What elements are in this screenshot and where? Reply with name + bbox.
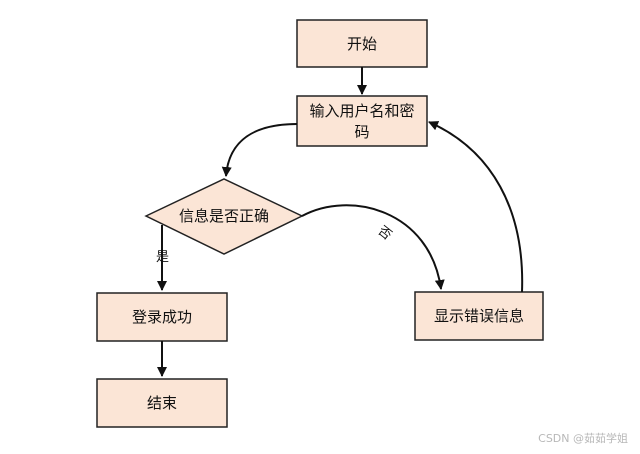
edge-yes-label: 是 [156, 250, 169, 265]
node-success-label: 登录成功 [132, 308, 192, 326]
node-input-label-line1: 输入用户名和密 [309, 102, 414, 120]
node-end-label: 结束 [147, 394, 177, 412]
node-start: 开始 [296, 19, 428, 68]
node-check: 信息是否正确 [144, 178, 304, 255]
node-error-label: 显示错误信息 [434, 307, 524, 325]
node-input-box [296, 95, 428, 147]
node-error-box [414, 291, 544, 341]
edge-input-to-check [221, 123, 298, 177]
node-success: 登录成功 [96, 292, 228, 342]
node-start-box [296, 19, 428, 68]
node-end-box [96, 378, 228, 428]
node-start-label: 开始 [347, 35, 377, 53]
node-input: 输入用户名和密 码 [296, 95, 428, 147]
watermark: CSDN @茹茹学姐 [538, 432, 628, 445]
node-end: 结束 [96, 378, 228, 428]
edge-check-to-error [301, 204, 445, 290]
node-input-label-line2: 码 [354, 123, 369, 141]
edge-no-label: 否 [375, 224, 394, 244]
edge-error-to-input [428, 121, 524, 293]
node-success-box [96, 292, 228, 342]
node-check-label: 信息是否正确 [179, 207, 269, 225]
node-error: 显示错误信息 [414, 291, 544, 341]
